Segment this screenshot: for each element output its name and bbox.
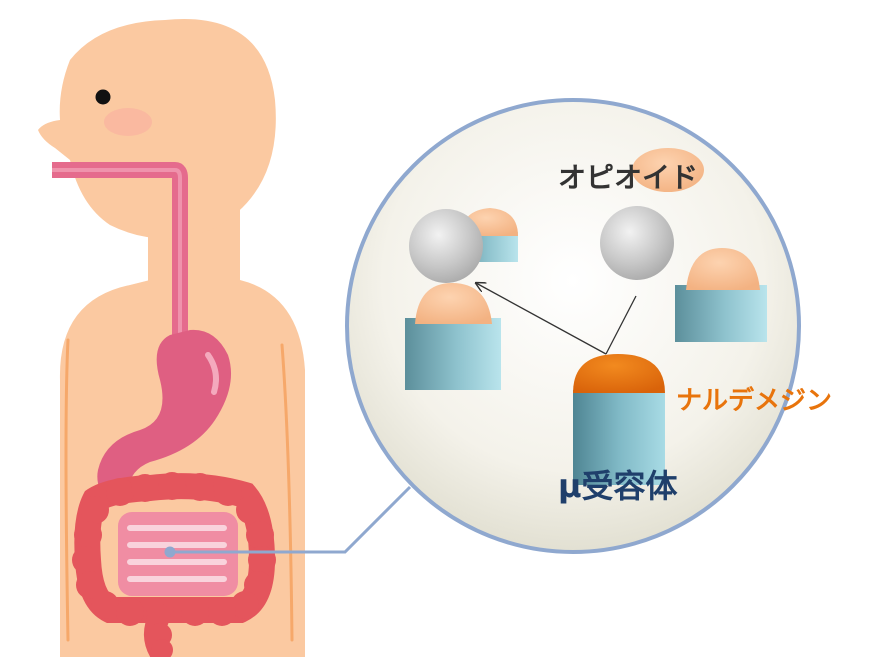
naldemedine-label: ナルデメジン bbox=[676, 385, 832, 416]
callout-connector bbox=[164, 485, 412, 558]
blocker-ball-top bbox=[600, 206, 674, 280]
right-arm-line bbox=[280, 343, 294, 642]
left-arm-line bbox=[64, 338, 70, 642]
receptor-topleft bbox=[409, 208, 518, 283]
opioid-molecule-top bbox=[632, 148, 704, 192]
human-figure bbox=[38, 19, 305, 657]
receptor-right bbox=[675, 248, 767, 342]
callout-line bbox=[170, 485, 412, 554]
cheek-blush bbox=[104, 108, 152, 136]
zoom-circle: オピオイド ナルデメジン μ受容体 bbox=[345, 98, 832, 554]
large-intestine bbox=[72, 472, 276, 657]
opioid-label: オピオイド bbox=[558, 161, 698, 194]
receptor-left bbox=[405, 283, 501, 390]
stomach-highlight bbox=[205, 352, 219, 395]
stomach bbox=[97, 329, 232, 490]
arrow-to-left-receptor bbox=[476, 283, 607, 355]
human-head bbox=[38, 19, 276, 239]
mu-receptor-main bbox=[573, 354, 665, 485]
naldemedine-molecule bbox=[573, 354, 665, 393]
blocker-ball-topleft bbox=[409, 209, 483, 283]
esophagus-highlight bbox=[52, 168, 182, 345]
human-eye bbox=[95, 89, 111, 105]
mu-receptor-label: μ受容体 bbox=[558, 467, 678, 505]
line-to-top-ball bbox=[605, 295, 637, 355]
small-intestine bbox=[118, 512, 238, 596]
